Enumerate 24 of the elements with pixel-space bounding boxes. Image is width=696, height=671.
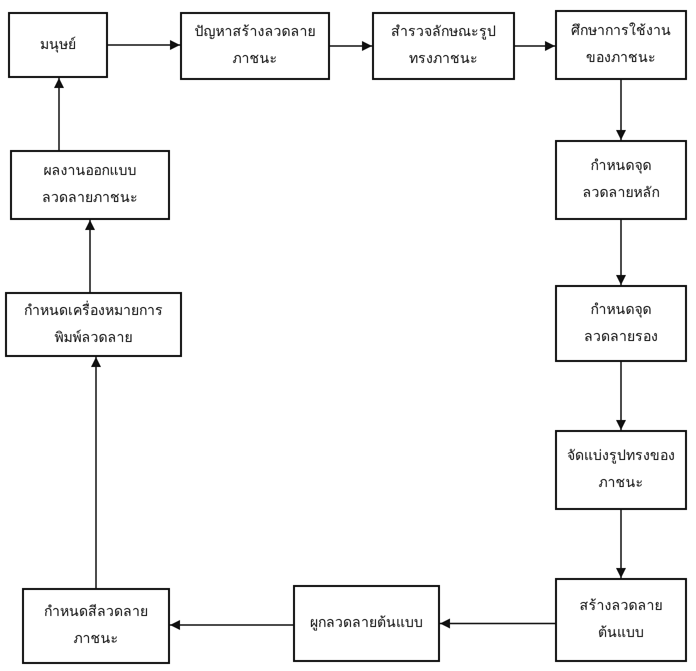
process-box: กำหนดเครื่องหมายการพิมพ์ลวดลาย bbox=[5, 292, 182, 357]
process-box: กำหนดสีลวดลายภาชนะ bbox=[22, 588, 170, 664]
arrow bbox=[616, 362, 626, 430]
process-box: ผูกลวดลายต้นแบบ bbox=[293, 585, 440, 662]
process-box: ปัญหาสร้างลวดลายภาชนะ bbox=[180, 12, 330, 80]
process-box: จัดแบ่งรูปทรงของภาชนะ bbox=[555, 430, 687, 510]
process-box: ศึกษาการใช้งานของภาชนะ bbox=[555, 10, 687, 80]
arrow bbox=[515, 41, 555, 51]
process-box: สำรวจลักษณะรูปทรงภาชนะ bbox=[372, 12, 515, 80]
process-box: มนุษย์ bbox=[8, 12, 108, 78]
arrow bbox=[91, 357, 101, 588]
arrow bbox=[616, 220, 626, 285]
arrow bbox=[170, 620, 293, 630]
process-box: กำหนดจุดลวดลายหลัก bbox=[555, 140, 687, 220]
arrow bbox=[85, 220, 95, 292]
process-box: กำหนดจุดลวดลายรอง bbox=[555, 285, 687, 362]
arrow bbox=[54, 78, 64, 150]
arrow bbox=[616, 510, 626, 578]
arrow bbox=[330, 41, 372, 51]
process-box: สร้างลวดลายต้นแบบ bbox=[555, 578, 687, 662]
arrow bbox=[440, 618, 555, 628]
process-box: ผลงานออกแบบลวดลายภาชนะ bbox=[10, 150, 170, 220]
arrow bbox=[108, 40, 180, 50]
arrow bbox=[616, 80, 626, 140]
